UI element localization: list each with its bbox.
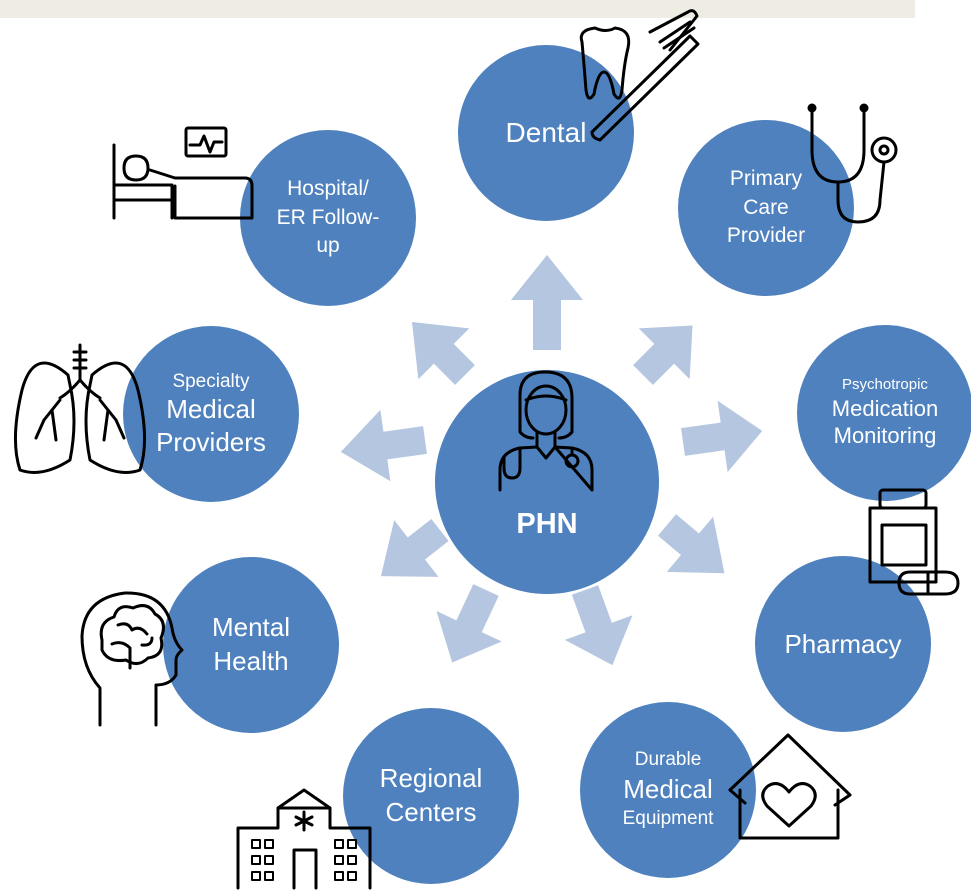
house-heart-icon bbox=[728, 733, 852, 840]
arrow-to-dental bbox=[511, 255, 583, 350]
arrow-to-durable bbox=[564, 585, 633, 666]
arrow-to-mental bbox=[380, 518, 449, 577]
durable-label-top: Durable bbox=[634, 749, 702, 771]
tooth-toothbrush-icon bbox=[579, 9, 700, 142]
durable-label-bottom: Equipment bbox=[622, 807, 714, 829]
mental-label: Mental Health bbox=[211, 612, 291, 676]
regional-label: Regional Centers bbox=[379, 763, 483, 827]
node-durable: Durable Medical Equipment bbox=[580, 702, 756, 878]
node-mental: Mental Health bbox=[163, 557, 339, 733]
dental-label: Dental bbox=[505, 117, 587, 148]
arrow-to-regional bbox=[436, 584, 502, 663]
node-dental: Dental bbox=[458, 45, 634, 221]
arrow-to-pharmacy bbox=[658, 514, 725, 574]
hospital-label: Hospital/ ER Follow- up bbox=[276, 177, 380, 258]
hospital-bed-monitor-icon bbox=[112, 126, 254, 220]
head-brain-icon bbox=[80, 591, 184, 727]
node-pharmacy: Pharmacy bbox=[755, 556, 931, 732]
specialty-label-small: Specialty bbox=[172, 370, 250, 392]
nurse-icon bbox=[498, 370, 594, 492]
node-phn bbox=[435, 370, 659, 594]
phn-label: PHN bbox=[516, 508, 578, 540]
lungs-icon bbox=[14, 343, 146, 474]
node-specialty: Specialty Medical Providers bbox=[123, 326, 299, 502]
pharmacy-label: Pharmacy bbox=[784, 628, 902, 659]
durable-label-mid: Medical bbox=[623, 774, 713, 805]
stethoscope-icon bbox=[807, 103, 898, 224]
primary-care-label: Primary Care Provider bbox=[726, 167, 806, 248]
pill-bottle-icon bbox=[868, 488, 960, 596]
arrow-to-specialty bbox=[340, 409, 427, 482]
specialty-label: Medical Providers bbox=[156, 394, 266, 457]
psychotropic-label: Medication Monitoring bbox=[831, 395, 939, 449]
node-psychotropic: Psychotropic Medication Monitoring bbox=[797, 325, 971, 501]
psychotropic-label-small: Psychotropic bbox=[842, 376, 928, 394]
arrow-to-hospital bbox=[411, 321, 475, 385]
arrow-to-primary-care bbox=[633, 325, 693, 385]
arrow-to-psychotropic bbox=[681, 400, 763, 473]
node-hospital: Hospital/ ER Follow- up bbox=[240, 130, 416, 306]
node-regional: Regional Centers bbox=[343, 708, 519, 884]
node-primary-care: Primary Care Provider bbox=[678, 120, 854, 296]
hospital-building-icon bbox=[236, 788, 372, 890]
